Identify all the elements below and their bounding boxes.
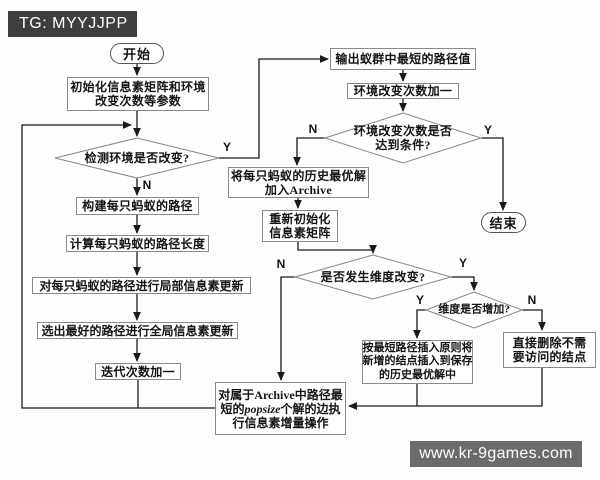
decision-dim-increase-shape	[424, 291, 524, 329]
node-end-label: 结束	[489, 216, 518, 231]
watermark: www.kr-9games.com	[410, 441, 582, 467]
node-output-best: 输出蚁群中最短的路径值	[330, 48, 476, 70]
node-env-inc: 环境改变次数加一	[347, 83, 459, 99]
node-start: 开始	[110, 43, 164, 64]
edge-reinit-dimchange	[297, 242, 377, 255]
decision-dim-change-label: 是否发生维度改变?	[320, 270, 426, 284]
node-init-line1: 初始化信息素矩阵和环境	[70, 80, 206, 94]
edge-dimchange-no	[277, 276, 295, 382]
node-end: 结束	[481, 212, 526, 233]
node-calc-length: 计算每只蚂蚁的路径长度	[66, 235, 209, 252]
node-insert-nodes: 按最短路径插入原则将 新增的结点插入到保存 的历史最优解中	[362, 340, 473, 384]
decision-env-cond-line2: 达到条件?	[375, 138, 431, 152]
node-reinit-line1: 重新初始化	[269, 212, 331, 226]
branch-label-cond-yes: Y	[483, 123, 493, 137]
decision-env-cond-shape	[323, 112, 483, 164]
edge-dimchange-yes	[451, 276, 478, 292]
edge-cond-yes	[481, 137, 507, 212]
node-init-line2: 改变次数等参数	[94, 94, 182, 108]
node-delete-nodes: 直接删除不需 要访问的结点	[503, 332, 596, 368]
branch-label-dimchange-yes: Y	[458, 256, 468, 270]
node-pheromone-inc-line1: 对属于Archive中路径最	[218, 387, 343, 402]
edge-feedback-loop	[21, 121, 215, 409]
node-pheromone-inc-line3: 行信息素增量操作	[232, 415, 329, 430]
edge-increase-yes	[413, 309, 426, 340]
node-iter-inc: 迭代次数加一	[95, 363, 181, 380]
tg-tag-overlay: TG: MYYJJPP	[8, 11, 137, 37]
node-pheromone-inc-popsize: popsize	[244, 401, 281, 416]
node-output-best-label: 输出蚁群中最短的路径值	[335, 52, 471, 66]
edge-delete-pheromone	[347, 368, 543, 410]
node-build-path-label: 构建每只蚂蚁的路径	[82, 199, 193, 213]
node-start-label: 开始	[122, 47, 151, 62]
decision-env-cond-label: 环境改变次数是否 达到条件?	[354, 124, 452, 152]
node-local-update-label: 对每只蚂蚁的路径进行局部信息素更新	[39, 278, 244, 293]
node-pheromone-inc-line2-post: 个解的边执	[280, 401, 341, 416]
node-pheromone-inc-line2: 短的popsize个解的边执	[220, 402, 340, 416]
decision-dim-increase-label: 维度是否增加?	[438, 303, 510, 316]
branch-label-dimchange-no: N	[276, 257, 286, 271]
node-calc-length-label: 计算每只蚂蚁的路径长度	[69, 236, 206, 251]
branch-label-increase-no: N	[527, 293, 537, 307]
node-add-archive-line1: 将每只蚂蚁的历史最优解	[230, 168, 367, 183]
node-insert-nodes-line3: 的历史最优解中	[379, 368, 456, 381]
node-local-update: 对每只蚂蚁的路径进行局部信息素更新	[32, 277, 251, 294]
node-reinit-line2: 信息素矩阵	[269, 226, 331, 240]
branch-label-increase-yes: Y	[415, 293, 425, 307]
decision-env-cond-line1: 环境改变次数是否	[353, 124, 453, 138]
node-global-update: 选出最好的路径进行全局信息素更新	[37, 322, 238, 339]
node-add-archive: 将每只蚂蚁的历史最优解 加入Archive	[228, 167, 369, 198]
node-init: 初始化信息素矩阵和环境 改变次数等参数	[67, 77, 209, 111]
edge-cond-no	[293, 137, 325, 167]
node-pheromone-inc-line2-pre: 短的	[220, 401, 245, 416]
node-insert-nodes-line1: 按最短路径插入原则将	[362, 341, 473, 354]
node-iter-inc-label: 迭代次数加一	[101, 364, 175, 379]
branch-label-detect-yes: Y	[222, 140, 232, 154]
edge-increase-no	[522, 309, 546, 332]
node-pheromone-inc: 对属于Archive中路径最 短的popsize个解的边执 行信息素增量操作	[215, 382, 346, 435]
node-build-path: 构建每只蚂蚁的路径	[76, 197, 199, 215]
decision-dim-change-shape	[293, 254, 453, 300]
edge-detect-yes	[219, 55, 330, 159]
node-delete-nodes-line2: 要访问的结点	[512, 350, 587, 364]
node-delete-nodes-line1: 直接删除不需	[512, 336, 587, 350]
node-env-inc-label: 环境改变次数加一	[353, 84, 453, 98]
decision-detect-change-shape	[54, 137, 220, 179]
branch-label-cond-no: N	[308, 122, 318, 136]
node-global-update-label: 选出最好的路径进行全局信息素更新	[41, 323, 234, 338]
decision-detect-change-label: 检测环境是否改变?	[84, 151, 190, 165]
node-insert-nodes-line2: 新增的结点插入到保存	[362, 355, 473, 368]
node-reinit: 重新初始化 信息素矩阵	[262, 210, 338, 242]
node-add-archive-line2: 加入Archive	[264, 182, 333, 197]
branch-label-detect-no: N	[142, 178, 152, 192]
